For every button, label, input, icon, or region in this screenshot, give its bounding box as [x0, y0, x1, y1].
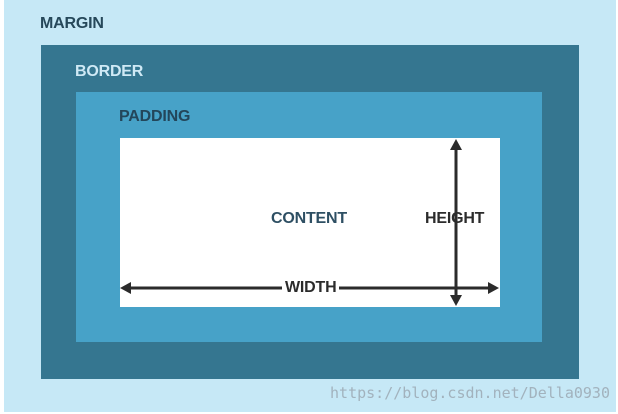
margin-label: MARGIN [40, 15, 104, 32]
watermark-url: https://blog.csdn.net/Della0930 [330, 384, 610, 402]
width-arrow-right-head [488, 282, 499, 294]
height-label: HEIGHT [425, 210, 485, 227]
height-arrow-bottom-head [450, 295, 462, 306]
content-label: CONTENT [271, 210, 347, 227]
border-label: BORDER [75, 63, 144, 80]
content-area [120, 138, 500, 307]
padding-label: PADDING [119, 108, 191, 125]
width-label: WIDTH [282, 279, 340, 297]
height-arrow-top-head [450, 139, 462, 150]
width-arrow-left-head [120, 282, 131, 294]
